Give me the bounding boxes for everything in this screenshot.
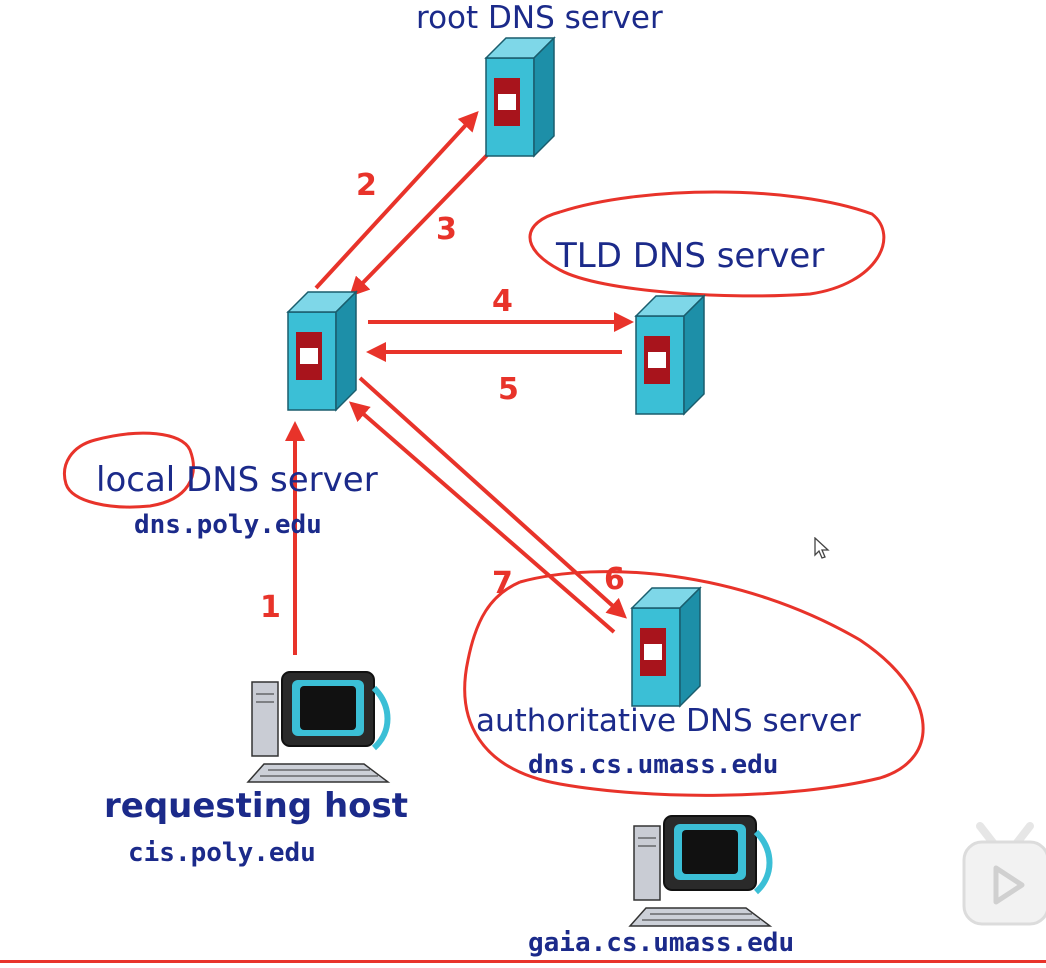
server-icon [484, 36, 556, 158]
step-1-label: 1 [260, 590, 281, 625]
server-icon [286, 290, 358, 412]
arrow-step-3 [349, 146, 496, 297]
local-word: local [96, 460, 176, 500]
step-6-label: 6 [604, 562, 625, 597]
annotation-circle-local [63, 431, 195, 509]
mouse-cursor-icon [814, 537, 830, 559]
step-5-label: 5 [498, 372, 519, 407]
authoritative-server-host: dns.cs.umass.edu [528, 750, 779, 780]
arrow-step-6 [358, 376, 627, 619]
bottom-divider [0, 960, 1046, 963]
step-7-label: 7 [492, 566, 513, 601]
computer-icon [628, 815, 773, 927]
step-2-label: 2 [356, 168, 377, 203]
video-play-badge-icon[interactable] [960, 822, 1046, 926]
server-icon [634, 294, 706, 416]
local-server-label: local DNS server [96, 460, 378, 500]
server-icon [630, 586, 702, 708]
annotation-circle-tld [528, 190, 886, 298]
local-server-label-rest: DNS server [186, 460, 378, 500]
annotation-circle-authoritative [463, 570, 925, 797]
local-server-host: dns.poly.edu [134, 510, 322, 540]
step-3-label: 3 [436, 212, 457, 247]
requesting-host-name: cis.poly.edu [128, 838, 316, 868]
authoritative-server-label: authoritative DNS server [476, 703, 861, 739]
computer-icon [246, 671, 391, 783]
step-4-label: 4 [492, 284, 513, 319]
tld-server-label: TLD DNS server [556, 236, 825, 276]
requesting-host-label: requesting host [104, 786, 409, 826]
root-server-label: root DNS server [416, 0, 663, 36]
gaia-host-name: gaia.cs.umass.edu [528, 928, 795, 958]
arrow-step-7 [348, 401, 616, 634]
arrow-step-2 [314, 111, 479, 290]
